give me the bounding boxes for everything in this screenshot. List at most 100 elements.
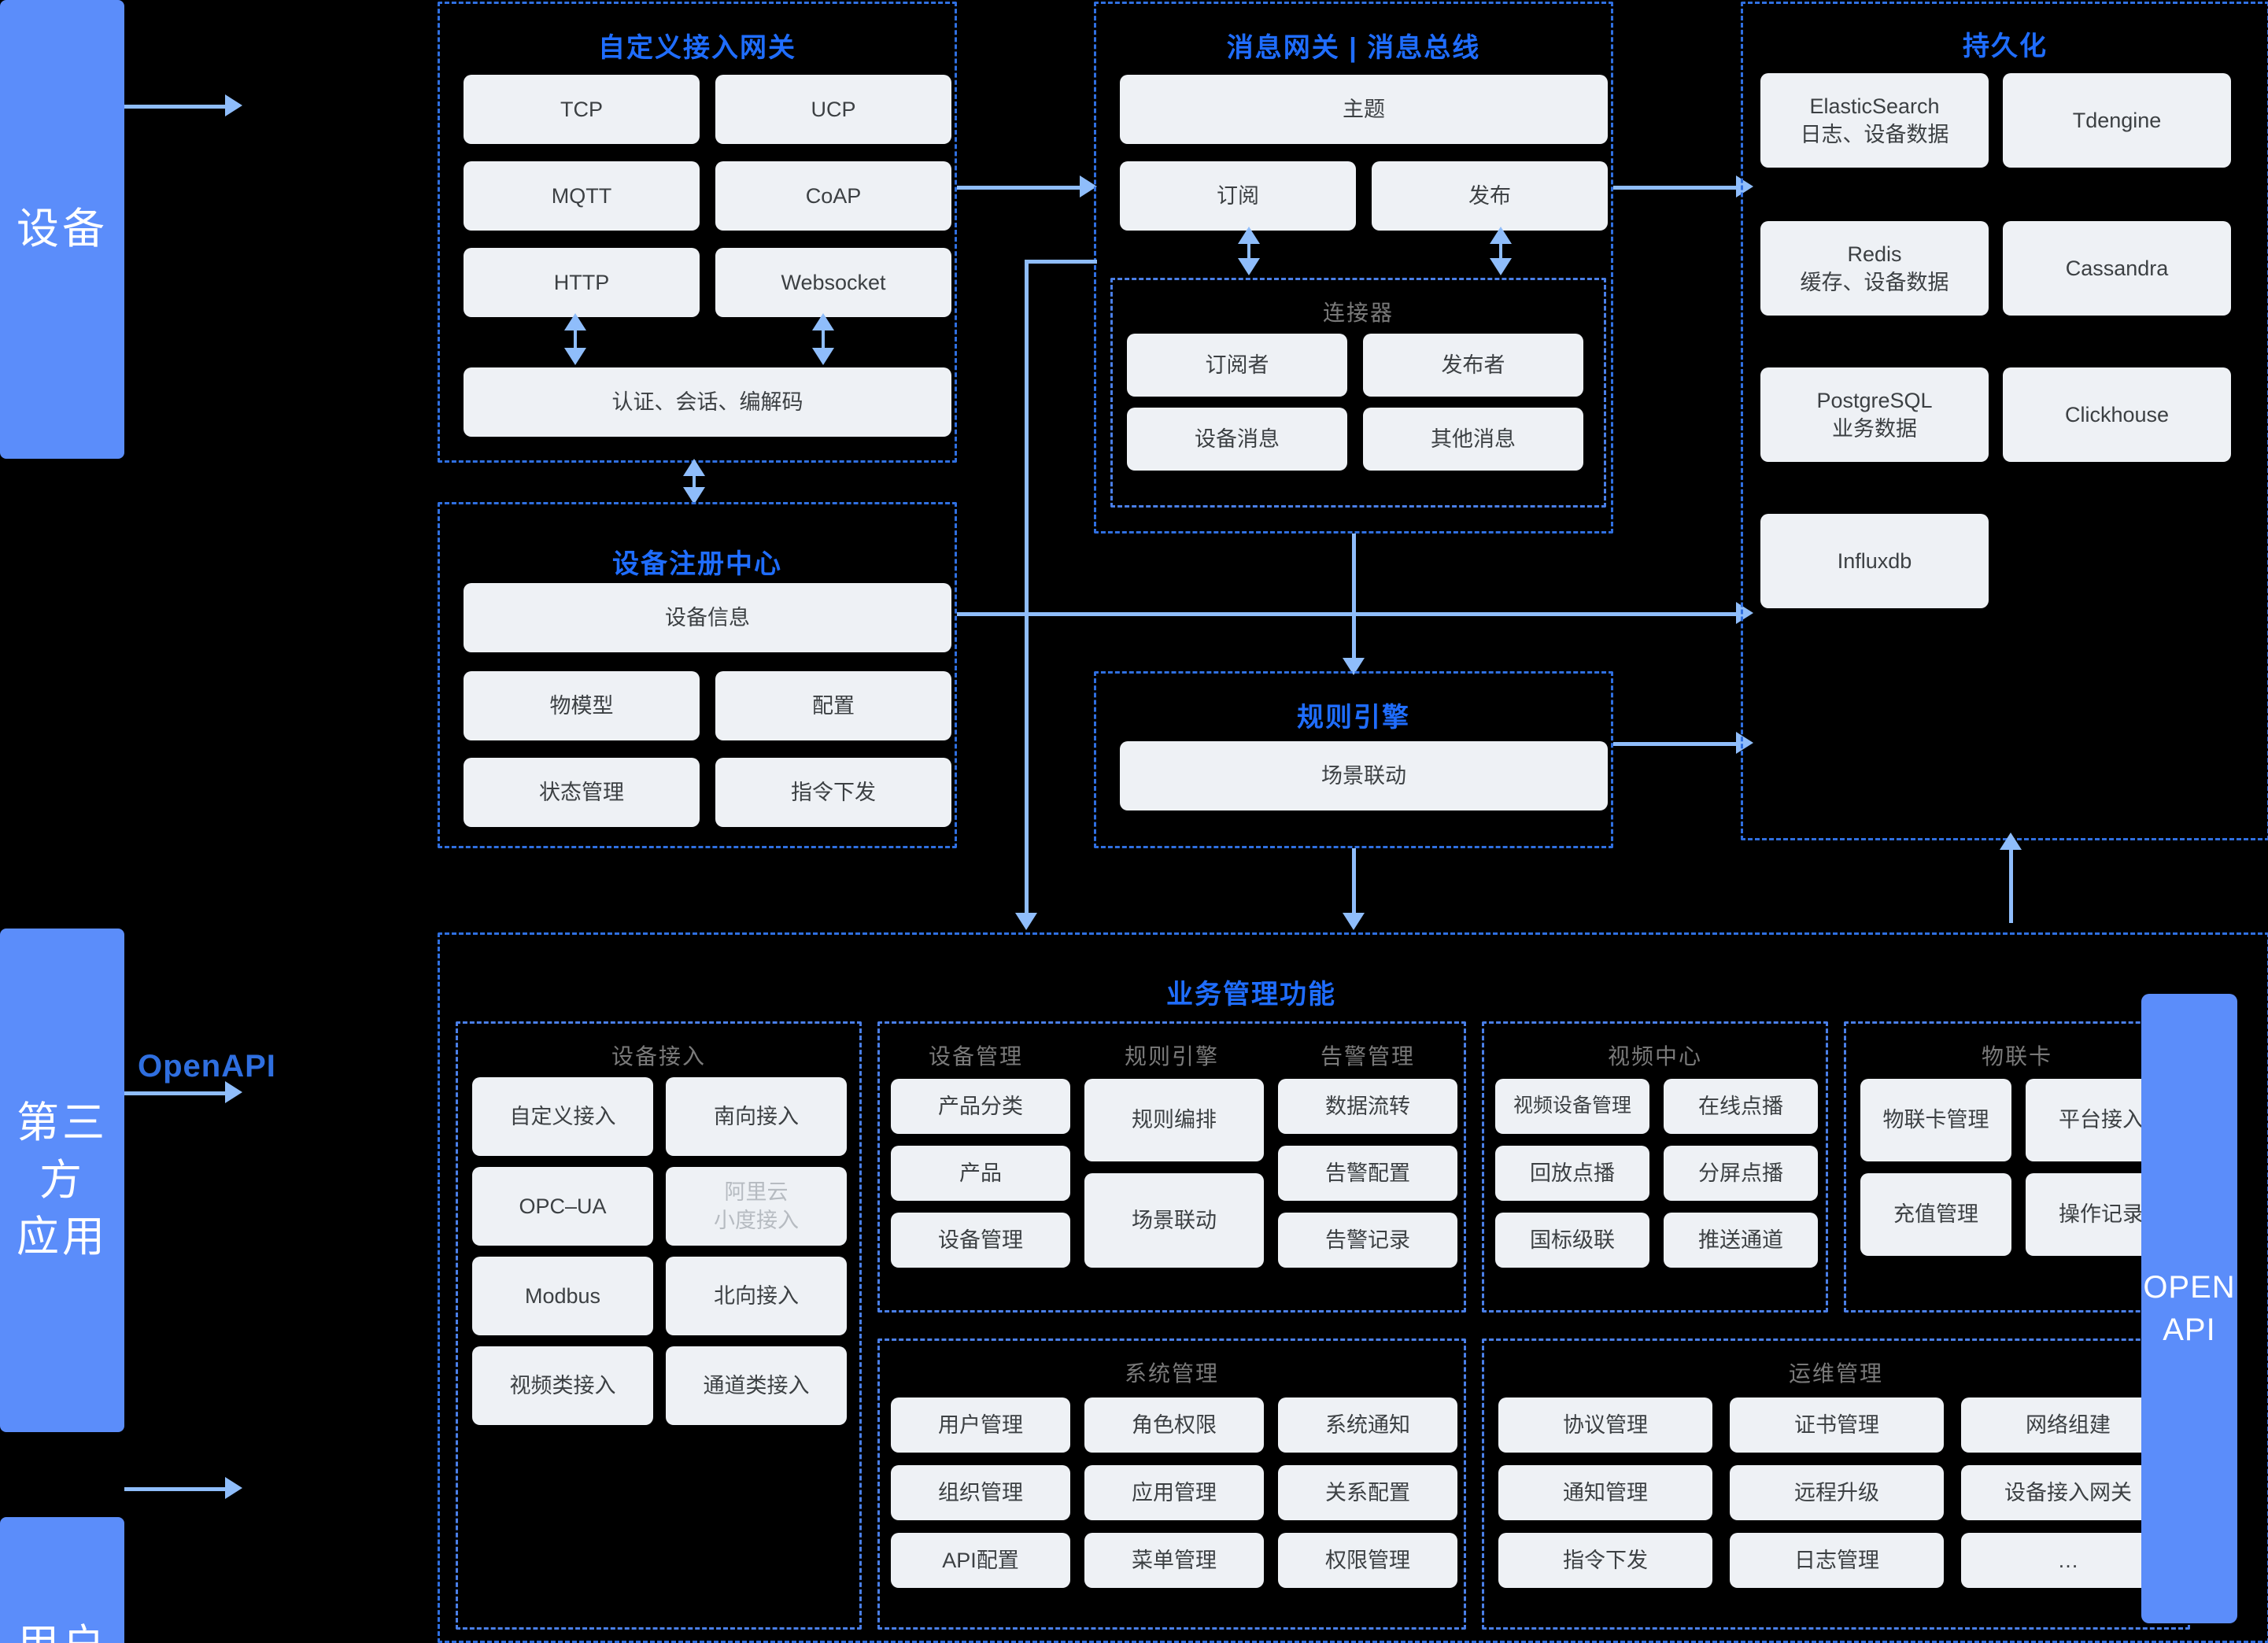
edge-subscribe-connector-arrow-up — [1238, 227, 1260, 244]
cell-system-notice[interactable]: 系统通知 — [1278, 1397, 1457, 1453]
group-video-center-title: 视频中心 — [1607, 1044, 1702, 1069]
group-business-management: 业务管理功能 设备接入 自定义接入 南向接入 OPC–UA 阿里云 小度接入 M… — [438, 932, 2268, 1643]
edge-registry-to-persistence — [957, 612, 1741, 616]
group-ops-management-title: 运维管理 — [1788, 1361, 1883, 1386]
group-iot-card-title: 物联卡 — [1981, 1044, 2052, 1069]
cell-protocol-management[interactable]: 协议管理 — [1498, 1397, 1712, 1453]
cell-subscribe[interactable]: 订阅 — [1120, 161, 1356, 231]
cell-opc-ua[interactable]: OPC–UA — [472, 1167, 653, 1246]
cell-tcp[interactable]: TCP — [464, 75, 700, 144]
cell-southbound-access[interactable]: 南向接入 — [666, 1077, 847, 1156]
cell-online-vod[interactable]: 在线点播 — [1664, 1079, 1818, 1134]
edge-gateway-to-msgbus-arrow — [1080, 175, 1097, 198]
group-connector-title: 连接器 — [1322, 301, 1394, 325]
edge-registry-to-persistence-arrow — [1736, 602, 1753, 624]
group-device-access-title: 设备接入 — [611, 1044, 706, 1069]
cell-thing-model[interactable]: 物模型 — [464, 671, 700, 740]
actor-open-api[interactable]: OPEN API — [2141, 994, 2237, 1623]
cell-network-build[interactable]: 网络组建 — [1961, 1397, 2175, 1453]
cell-more-ellipsis[interactable]: … — [1961, 1533, 2175, 1588]
edge-msgbus-to-ruleengine — [1352, 534, 1356, 671]
cell-gb-cascade[interactable]: 国标级联 — [1495, 1213, 1649, 1268]
cell-api-config[interactable]: API配置 — [891, 1533, 1070, 1588]
edge-gateway-registry — [693, 472, 696, 500]
cell-rule-orchestration[interactable]: 规则编排 — [1084, 1079, 1264, 1161]
actor-third-party-app[interactable]: 第三方 应用 — [0, 929, 124, 1432]
actor-user-side[interactable]: 用户侧 — [0, 1517, 124, 1643]
cell-auth-session-codec[interactable]: 认证、会话、编解码 — [464, 367, 951, 437]
cell-publisher[interactable]: 发布者 — [1363, 334, 1583, 397]
cell-scene-linkage-engine[interactable]: 场景联动 — [1120, 741, 1608, 810]
cell-user-management[interactable]: 用户管理 — [891, 1397, 1070, 1453]
cell-websocket[interactable]: Websocket — [715, 248, 951, 317]
group-message-gateway: 消息网关 | 消息总线 主题 订阅 发布 连接器 订阅者 发布者 设备消息 其他… — [1094, 2, 1613, 534]
cell-role-permission[interactable]: 角色权限 — [1084, 1397, 1264, 1453]
cell-coap[interactable]: CoAP — [715, 161, 951, 231]
cell-push-channel[interactable]: 推送通道 — [1664, 1213, 1818, 1268]
cell-permission-management[interactable]: 权限管理 — [1278, 1533, 1457, 1588]
cell-product[interactable]: 产品 — [891, 1146, 1070, 1201]
cell-app-management[interactable]: 应用管理 — [1084, 1465, 1264, 1520]
cell-postgresql[interactable]: PostgreSQL 业务数据 — [1760, 367, 1989, 462]
edge-subscribe-connector — [1247, 240, 1250, 271]
cell-topic[interactable]: 主题 — [1120, 75, 1608, 144]
cell-product-category[interactable]: 产品分类 — [891, 1079, 1070, 1134]
cell-channel-access[interactable]: 通道类接入 — [666, 1346, 847, 1425]
edge-websocket-to-codec-arrow-up — [812, 313, 834, 330]
cell-iot-card-management[interactable]: 物联卡管理 — [1860, 1079, 2011, 1161]
edge-userside-to-business — [124, 1487, 227, 1491]
cell-state-management[interactable]: 状态管理 — [464, 758, 700, 827]
cell-menu-management[interactable]: 菜单管理 — [1084, 1533, 1264, 1588]
cell-config[interactable]: 配置 — [715, 671, 951, 740]
cell-influxdb[interactable]: Influxdb — [1760, 514, 1989, 608]
edge-publish-connector-arrow-down — [1490, 258, 1512, 275]
cell-device-access-gateway[interactable]: 设备接入网关 — [1961, 1465, 2175, 1520]
cell-alarm-config[interactable]: 告警配置 — [1278, 1146, 1457, 1201]
cell-modbus[interactable]: Modbus — [472, 1257, 653, 1335]
cell-device-management[interactable]: 设备管理 — [891, 1213, 1070, 1268]
group-connector: 连接器 订阅者 发布者 设备消息 其他消息 — [1110, 278, 1606, 508]
cell-publish[interactable]: 发布 — [1372, 161, 1608, 231]
cell-remote-upgrade[interactable]: 远程升级 — [1730, 1465, 1944, 1520]
cell-other-message[interactable]: 其他消息 — [1363, 408, 1583, 471]
cell-device-message[interactable]: 设备消息 — [1127, 408, 1347, 471]
cell-northbound-access[interactable]: 北向接入 — [666, 1257, 847, 1335]
cell-subscriber[interactable]: 订阅者 — [1127, 334, 1347, 397]
cell-command-dispatch[interactable]: 指令下发 — [715, 758, 951, 827]
cell-tdengine[interactable]: Tdengine — [2003, 73, 2231, 168]
cell-recharge-management[interactable]: 充值管理 — [1860, 1173, 2011, 1256]
cell-elasticsearch[interactable]: ElasticSearch 日志、设备数据 — [1760, 73, 1989, 168]
edge-gateway-to-msgbus — [957, 186, 1083, 190]
cell-clickhouse[interactable]: Clickhouse — [2003, 367, 2231, 462]
cell-log-management[interactable]: 日志管理 — [1730, 1533, 1944, 1588]
cell-split-screen-vod[interactable]: 分屏点播 — [1664, 1146, 1818, 1201]
cell-data-flow[interactable]: 数据流转 — [1278, 1079, 1457, 1134]
cell-alarm-record[interactable]: 告警记录 — [1278, 1213, 1457, 1268]
cell-ucp[interactable]: UCP — [715, 75, 951, 144]
cell-scene-linkage-biz[interactable]: 场景联动 — [1084, 1173, 1264, 1268]
cell-device-info[interactable]: 设备信息 — [464, 583, 951, 652]
group-custom-access-gateway-title: 自定义接入网关 — [598, 33, 796, 63]
cell-custom-access[interactable]: 自定义接入 — [472, 1077, 653, 1156]
cell-command-dispatch-ops[interactable]: 指令下发 — [1498, 1533, 1712, 1588]
group-iot-card: 物联卡 物联卡管理 平台接入 充值管理 操作记录 — [1844, 1021, 2190, 1313]
cell-cassandra[interactable]: Cassandra — [2003, 221, 2231, 316]
cell-mqtt[interactable]: MQTT — [464, 161, 700, 231]
cell-notification-management[interactable]: 通知管理 — [1498, 1465, 1712, 1520]
cell-redis[interactable]: Redis 缓存、设备数据 — [1760, 221, 1989, 316]
actor-device[interactable]: 设备 — [0, 0, 124, 459]
edge-http-to-codec-arrow-up — [564, 313, 586, 330]
cell-http[interactable]: HTTP — [464, 248, 700, 317]
cell-certificate-management[interactable]: 证书管理 — [1730, 1397, 1944, 1453]
group-video-center: 视频中心 视频设备管理 在线点播 回放点播 分屏点播 国标级联 推送通道 — [1482, 1021, 1828, 1313]
cell-relation-config[interactable]: 关系配置 — [1278, 1465, 1457, 1520]
edge-websocket-to-codec — [822, 327, 825, 362]
group-device-registry: 设备注册中心 设备信息 物模型 配置 状态管理 指令下发 — [438, 502, 957, 848]
cell-org-management[interactable]: 组织管理 — [891, 1465, 1070, 1520]
cell-video-device-management[interactable]: 视频设备管理 — [1495, 1079, 1649, 1134]
cell-aliyun-xiaodu-access[interactable]: 阿里云 小度接入 — [666, 1167, 847, 1246]
cell-playback-vod[interactable]: 回放点播 — [1495, 1146, 1649, 1201]
cell-video-access[interactable]: 视频类接入 — [472, 1346, 653, 1425]
edge-http-to-codec — [574, 327, 577, 362]
edge-ruleengine-to-persistence-arrow — [1736, 732, 1753, 754]
